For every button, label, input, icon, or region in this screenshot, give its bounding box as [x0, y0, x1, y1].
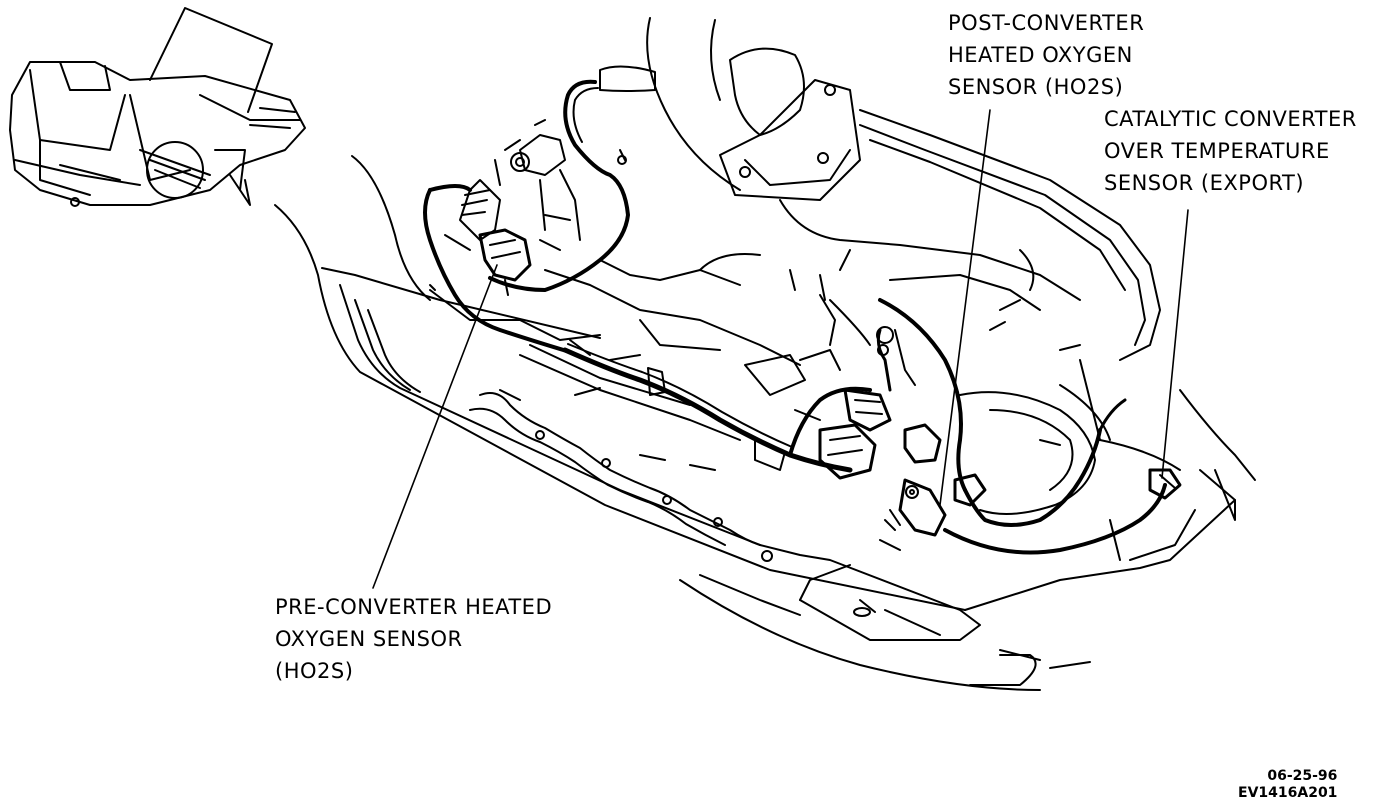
drawing-code: 06-25-96 EV1416A201	[1238, 768, 1337, 802]
drawing-date: 06-25-96	[1267, 768, 1338, 784]
post-converter-sensor-assembly	[878, 298, 1182, 555]
vehicle-locator-inset	[9, 7, 306, 207]
label-line: (HO2S)	[275, 659, 354, 683]
label-line: POST-CONVERTER	[948, 11, 1145, 35]
pre-converter-sensor-cluster	[423, 65, 656, 354]
leader-post-converter	[939, 109, 991, 506]
post-converter-ho2s-label: POST-CONVERTER HEATED OXYGEN SENSOR (HO2…	[948, 7, 1144, 103]
label-line: SENSOR (HO2S)	[948, 75, 1124, 99]
catalytic-converter-sensor-label: CATALYTIC CONVERTER OVER TEMPERATURE SEN…	[1104, 103, 1357, 199]
label-line: PRE-CONVERTER HEATED	[275, 595, 553, 619]
leader-catalytic-converter	[1161, 209, 1189, 479]
label-line: OVER TEMPERATURE	[1104, 139, 1330, 163]
label-line: SENSOR (EXPORT)	[1104, 171, 1305, 195]
label-line: OXYGEN SENSOR	[275, 627, 463, 651]
chassis-rails	[429, 249, 871, 441]
wiring-harness	[562, 326, 916, 480]
pre-converter-ho2s-label: PRE-CONVERTER HEATED OXYGEN SENSOR (HO2S…	[275, 591, 552, 687]
leader-lines	[372, 109, 1189, 589]
label-line: HEATED OXYGEN	[948, 43, 1133, 67]
exhaust-tunnel	[646, 17, 1256, 481]
catalytic-converter	[959, 391, 1096, 515]
drawing-id: EV1416A201	[1238, 785, 1338, 801]
leader-pre-converter	[372, 264, 498, 589]
label-line: CATALYTIC CONVERTER	[1104, 107, 1357, 131]
